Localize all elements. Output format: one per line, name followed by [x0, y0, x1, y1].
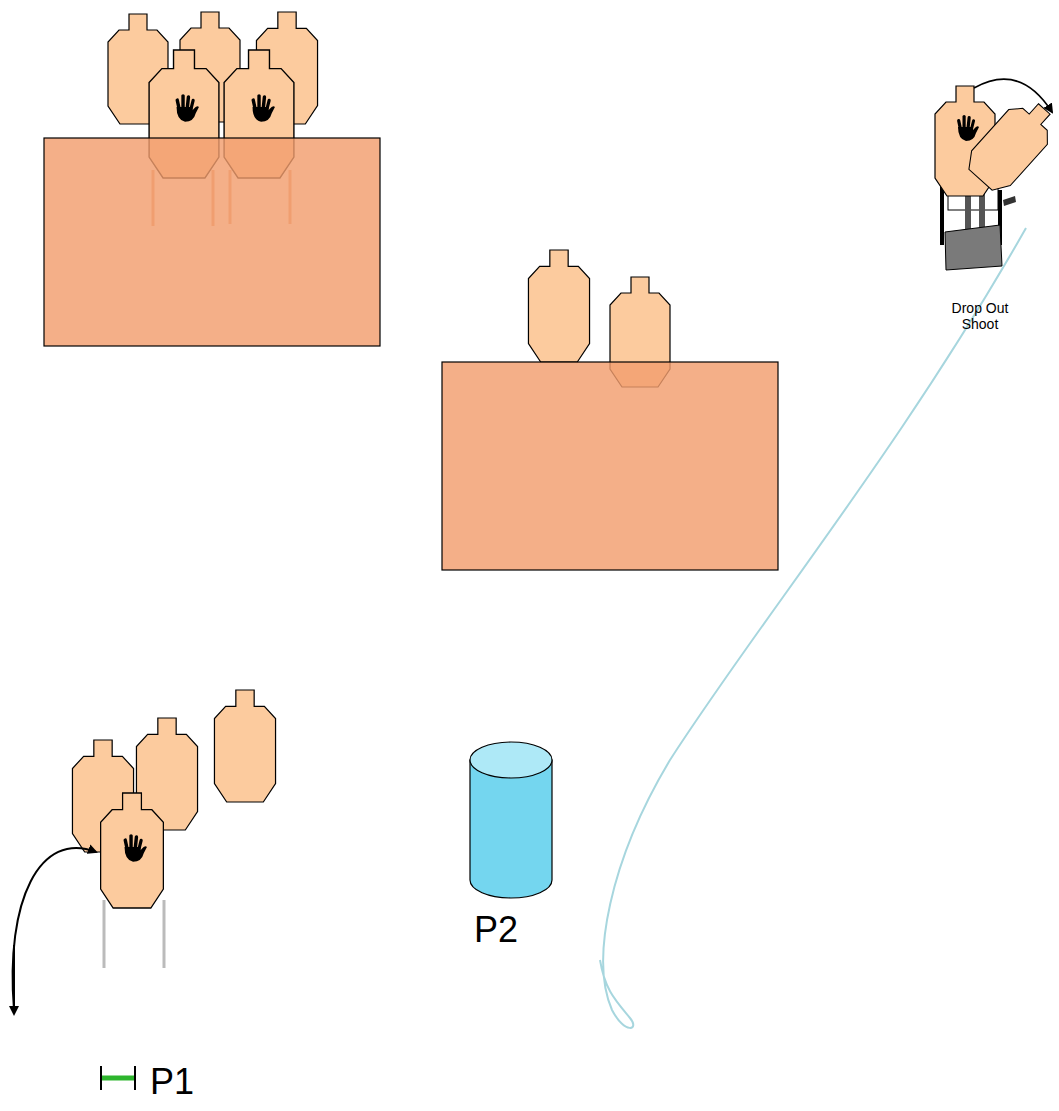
- position-label: P1: [150, 1062, 194, 1102]
- target-note: Drop Out Shoot: [950, 300, 1010, 332]
- position-label: P2: [474, 910, 518, 950]
